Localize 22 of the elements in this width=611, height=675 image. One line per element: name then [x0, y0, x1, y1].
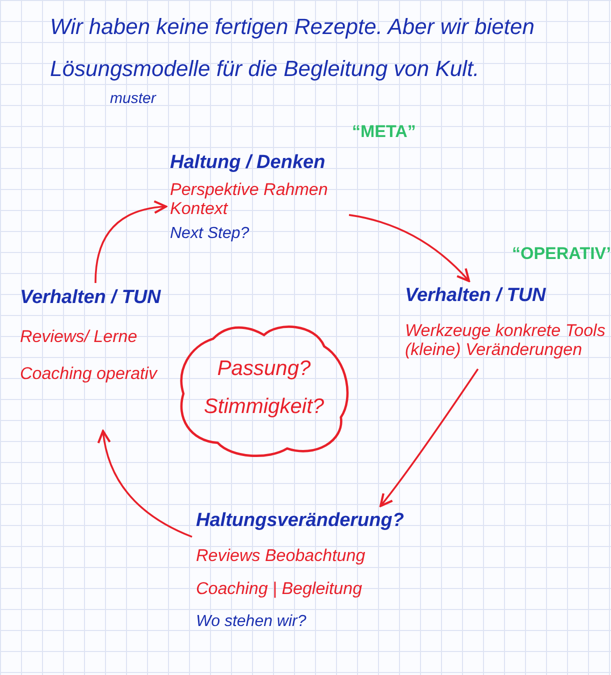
node-note: Wo stehen wir?	[196, 612, 306, 632]
node-note: Next Step?	[170, 224, 250, 244]
note-label: muster	[110, 90, 156, 107]
node-heading: Haltung / Denken	[170, 152, 326, 174]
node-heading: Verhalten / TUN	[20, 287, 161, 309]
cloud-text: Passung?	[217, 357, 311, 381]
side-note: “META”	[352, 122, 416, 142]
node-text: Coaching | Begleitung	[196, 579, 362, 599]
curved-arrow	[348, 214, 470, 282]
node-text: Reviews Beobachtung	[196, 546, 366, 566]
curved-arrow	[380, 368, 479, 508]
curved-arrow	[94, 200, 168, 284]
node-text: Perspektive Rahmen Kontext	[170, 180, 329, 219]
title-text: Wir haben keine fertigen Rezepte. Aber wir bieten Lösungsmodelle für die Begleitung von Kult.	[50, 13, 536, 83]
node-text: Reviews/ Lerne	[20, 326, 138, 346]
node-text: Coaching operativ	[20, 364, 158, 384]
node-heading: Verhalten / TUN	[405, 285, 546, 307]
side-note: “OPERATIV”	[512, 244, 611, 264]
curved-arrow	[98, 430, 192, 538]
node-heading: Haltungsveränderung?	[196, 510, 404, 532]
cloud-text: Stimmigkeit?	[204, 395, 324, 419]
node-text: Werkzeuge konkrete Tools (kleine) Veränderungen	[405, 320, 606, 360]
